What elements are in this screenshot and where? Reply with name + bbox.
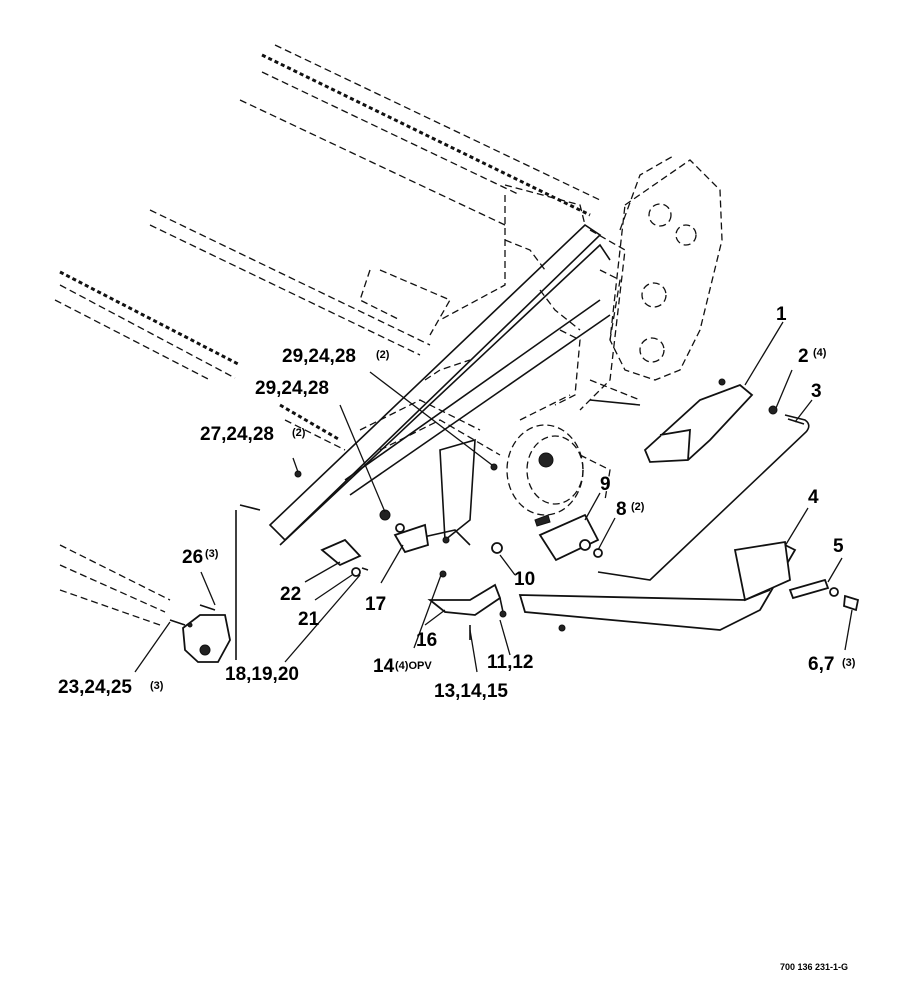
leader-lines (134, 321, 853, 673)
callout-23-24-25-qty: (3) (150, 680, 164, 692)
header-frame-phantom (54, 44, 601, 626)
callout-13-14-15: 13,14,15 (434, 681, 508, 702)
callout-29-24-28-b: 29,24,28 (282, 346, 356, 367)
callout-2-qty: (4) (813, 347, 827, 359)
small-fasteners (294, 463, 498, 578)
main-frame (268, 223, 641, 546)
callout-18-19-20: 18,19,20 (225, 664, 299, 685)
bracket-part-17 (320, 509, 430, 577)
callout-27-24-28-qty: (2) (292, 427, 306, 439)
gearbox-mount (169, 504, 261, 663)
arm-part-4 (518, 540, 797, 631)
sprocket-phantom (506, 424, 611, 516)
plate-part-9 (534, 513, 603, 562)
callout-4: 4 (808, 487, 819, 508)
callout-26: 26 (182, 547, 203, 568)
callout-21: 21 (298, 609, 320, 630)
callout-3: 3 (811, 381, 822, 402)
callout-14-qty: (4)OPV (395, 660, 432, 672)
callout-2: 2 (798, 346, 809, 367)
callout-10: 10 (514, 569, 535, 590)
strap-part-5 (788, 578, 860, 612)
nut-part-10 (491, 542, 507, 618)
callout-1: 1 (776, 304, 787, 325)
callout-17: 17 (365, 594, 386, 615)
callout-29-24-28-b-qty: (2) (376, 349, 390, 361)
callout-9: 9 (600, 474, 611, 495)
callout-16: 16 (416, 630, 437, 651)
callout-27-24-28: 27,24,28 (200, 424, 274, 445)
callout-6-7-qty: (3) (842, 657, 856, 669)
callout-11-12: 11,12 (487, 652, 534, 673)
callout-6-7: 6,7 (808, 654, 834, 675)
bracket-part-1 (643, 378, 754, 463)
callout-29-24-28-a: 29,24,28 (255, 378, 329, 399)
callout-8: 8 (616, 499, 627, 520)
callout-8-qty: (2) (631, 501, 645, 513)
callout-14: 14 (373, 656, 395, 677)
callout-5: 5 (833, 536, 844, 557)
callout-23-24-25: 23,24,25 (58, 677, 132, 698)
reference-code: 700 136 231-1-G (780, 962, 848, 972)
callout-labels: 1 2 (4) 3 4 5 6,7 (3) 8 (2) 9 10 11,12 1… (58, 304, 856, 702)
callout-22: 22 (280, 584, 301, 605)
drive-case-phantom (609, 154, 723, 381)
callout-26-qty: (3) (205, 548, 219, 560)
